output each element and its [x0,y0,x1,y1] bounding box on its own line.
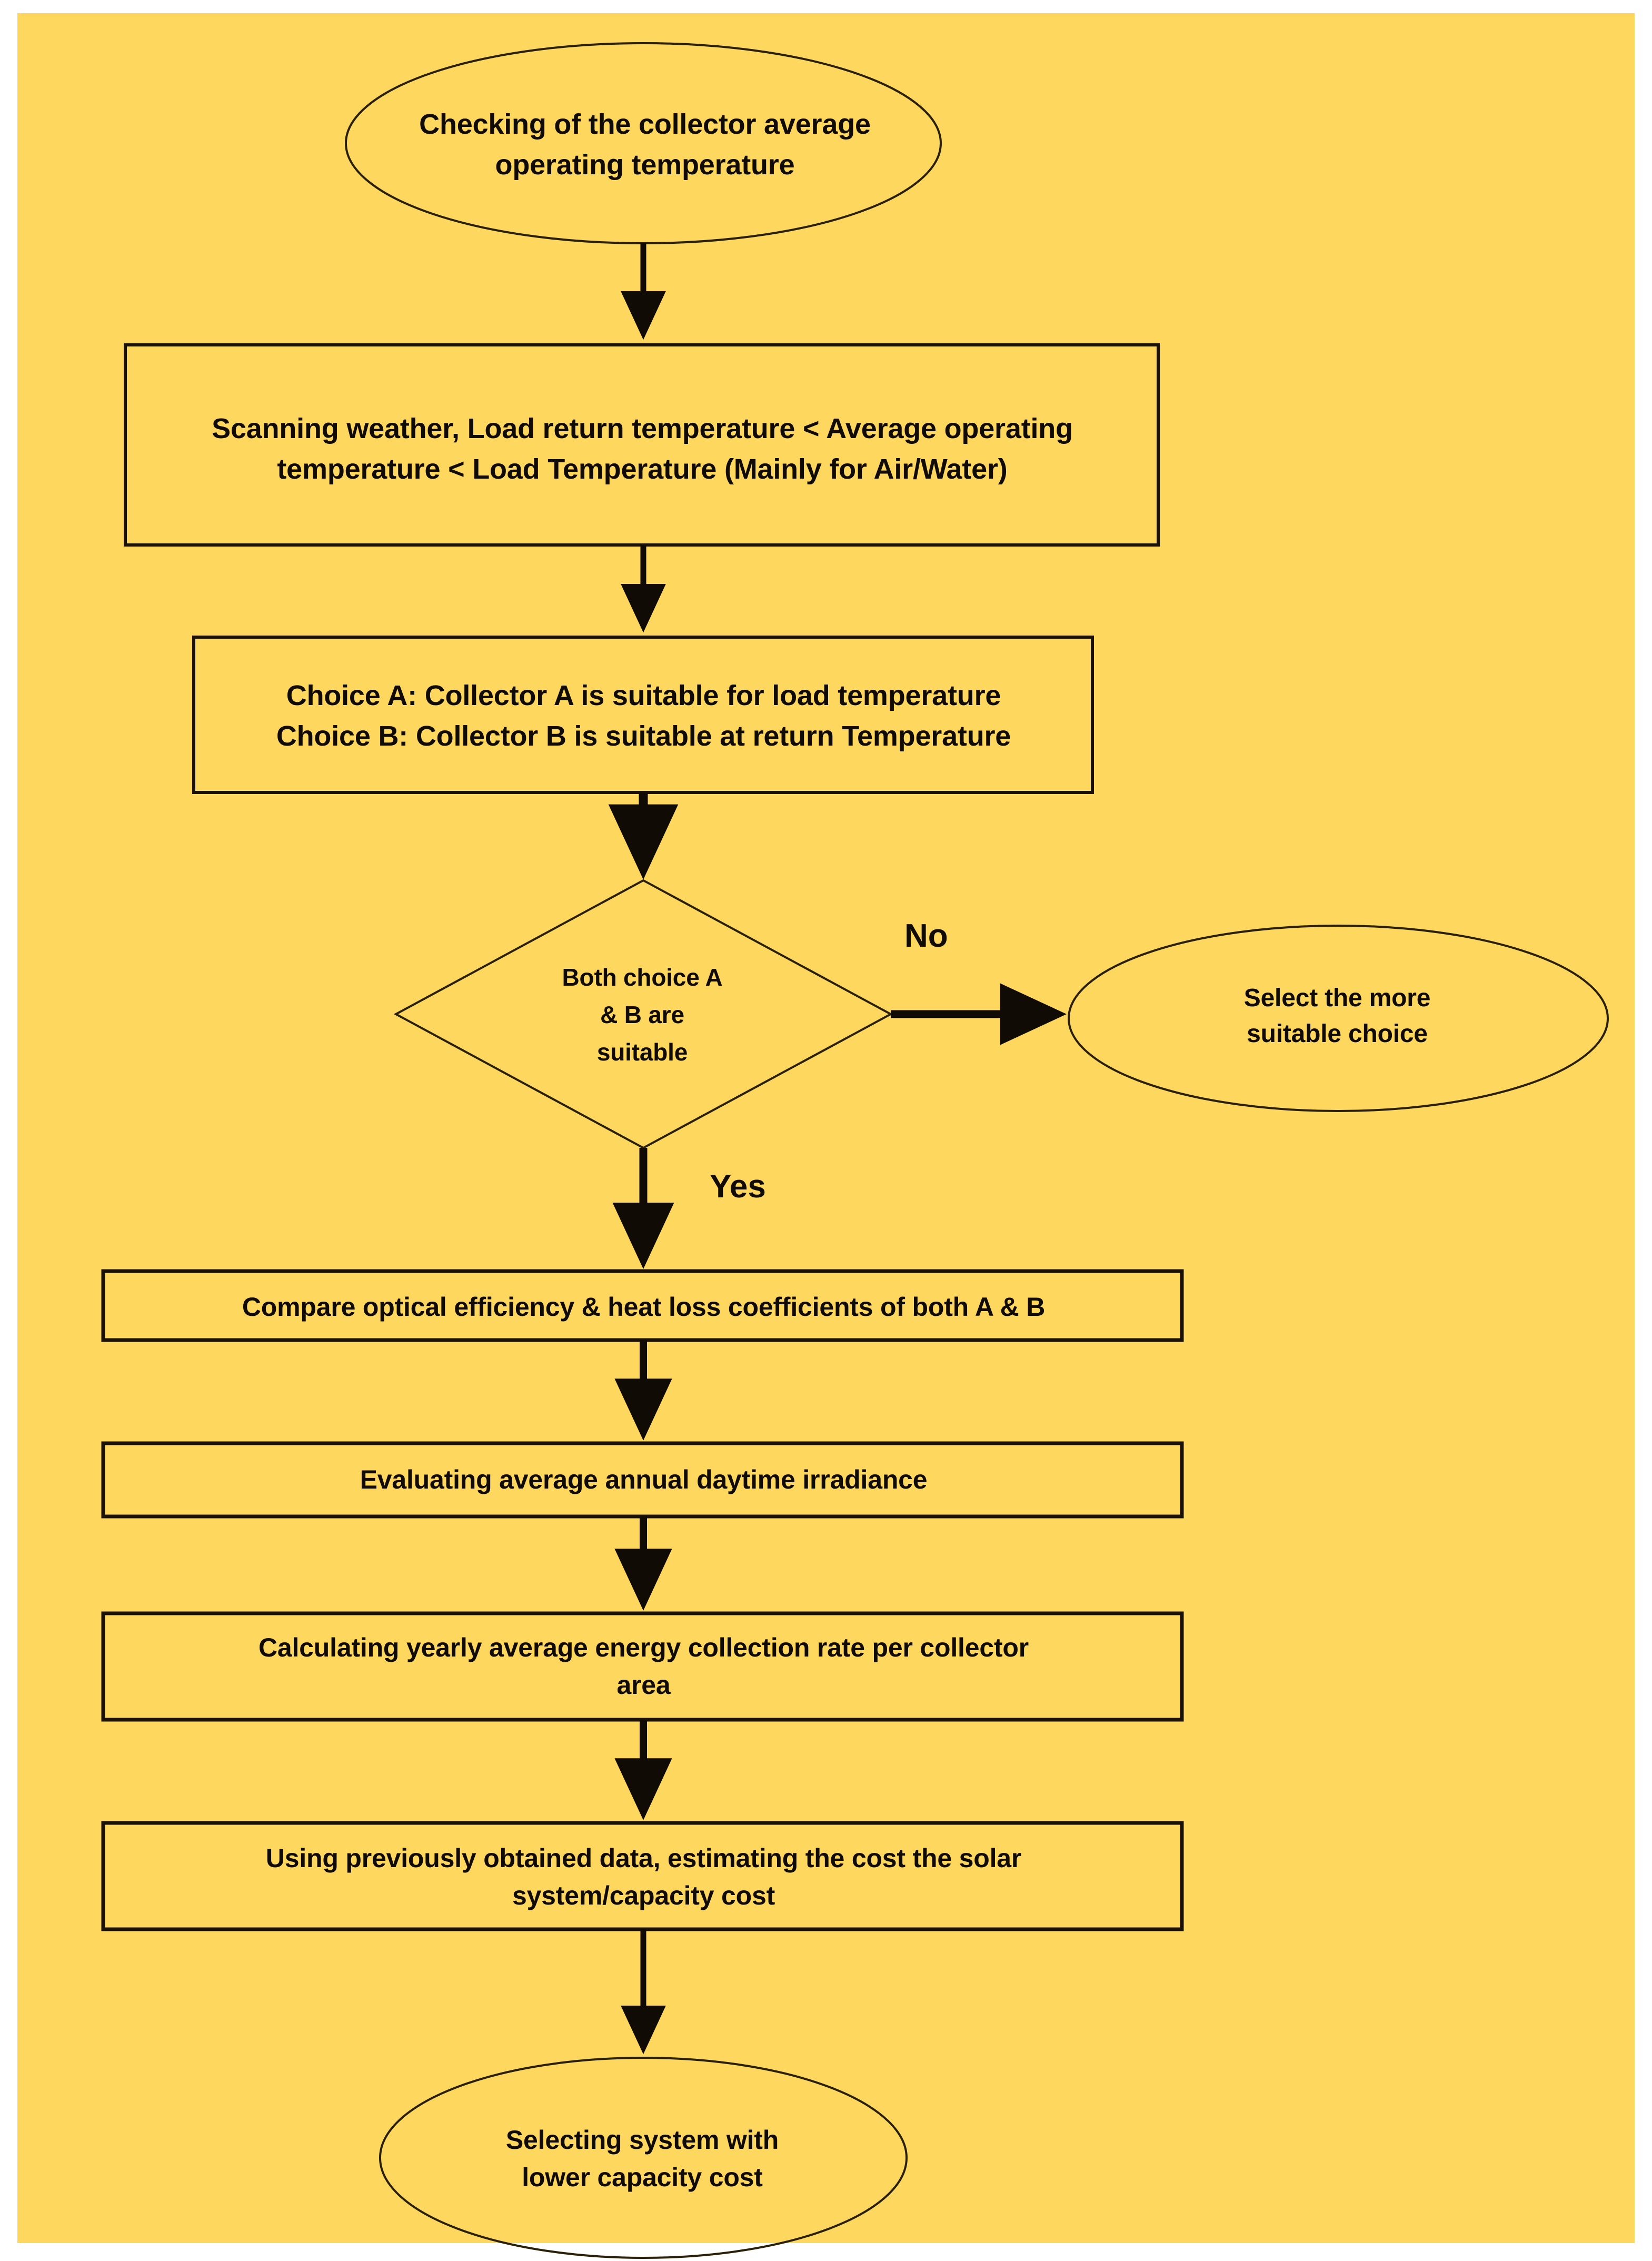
node-compare-label: Compare optical efficiency & heat loss c… [242,1292,1046,1322]
node-irradiance-label: Evaluating average annual daytime irradi… [360,1464,928,1494]
node-scan-label: Scanning weather, Load return temperatur… [212,412,1073,485]
node-select-label: Select the more suitable choice [1243,984,1431,1048]
edge-label-no: No [904,918,948,954]
edge-label-yes: Yes [710,1168,766,1205]
node-select-shape [1068,925,1609,1112]
node-final-label: Selecting system with lower capacity cos… [505,2125,779,2192]
node-decision-label: Both choice A & B are suitable [562,963,723,1066]
node-calc-label: Calculating yearly average energy collec… [258,1633,1029,1700]
node-start-label: Checking of the collector average operat… [419,108,871,181]
diagram-canvas [17,13,1635,2243]
node-cost-label: Using previously obtained data, estimati… [265,1843,1022,1910]
node-choices-label: Choice A: Collector A is suitable for lo… [276,680,1011,752]
node-final-shape [379,2057,908,2259]
